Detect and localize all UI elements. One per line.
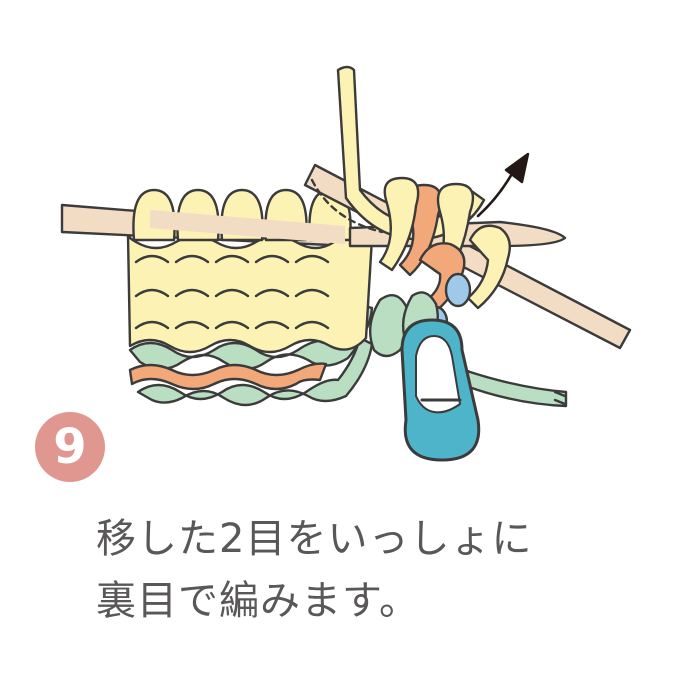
right-needle bbox=[303, 163, 632, 350]
caption-line-1: 移した2目をいっしょに bbox=[96, 516, 533, 562]
stitch-marker-icon bbox=[400, 318, 481, 462]
left-needle-front bbox=[150, 210, 345, 244]
step-number-badge: 9 bbox=[35, 412, 105, 482]
caption-line-2: 裏目で編みます。 bbox=[96, 578, 420, 624]
needle-path-guide bbox=[310, 178, 384, 234]
orange-row bbox=[128, 362, 328, 391]
knitting-diagram bbox=[60, 65, 632, 462]
right-needle-stitches bbox=[378, 176, 511, 316]
arrow-up-right-icon bbox=[476, 152, 530, 218]
instruction-caption: 移した2目をいっしょに 裏目で編みます。 bbox=[96, 508, 676, 632]
